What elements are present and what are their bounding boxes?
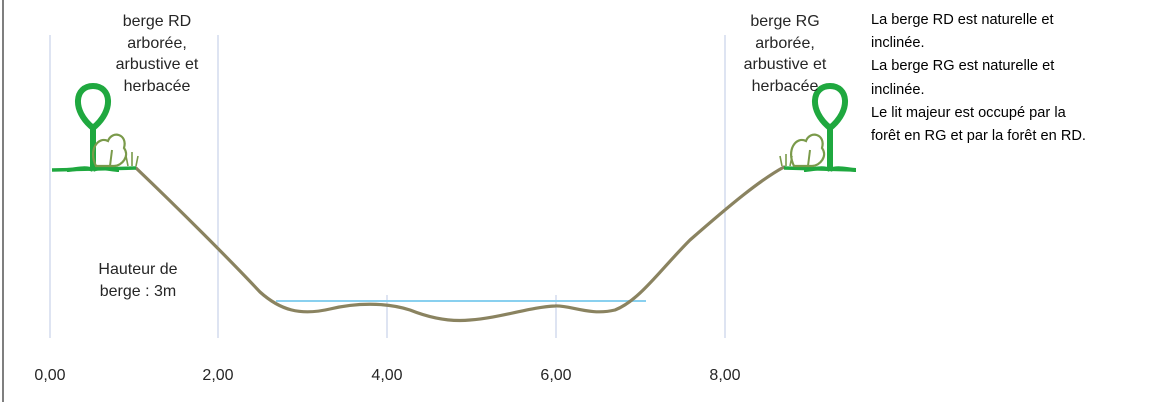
- shrub-icon: [92, 133, 139, 168]
- x-tick-label: 2,00: [202, 367, 234, 384]
- description-line: inclinée.: [871, 81, 925, 98]
- left-bank-line: arbustive et: [115, 56, 199, 73]
- frame-border: [2, 0, 4, 402]
- description-text: La berge RD est naturelle et inclinée. L…: [871, 9, 1154, 148]
- bank-height-line: Hauteur de: [98, 261, 178, 278]
- description-line: La berge RD est naturelle et: [871, 12, 1054, 28]
- right-bank-line: herbacée: [751, 77, 819, 95]
- right-bank-label: berge RG arborée, arbustive et herbacée: [700, 11, 870, 97]
- bed-profile: [134, 165, 786, 323]
- right-bank-line: arbustive et: [743, 56, 827, 73]
- description-line: inclinée.: [871, 35, 925, 52]
- left-bank-line: arborée,: [127, 34, 187, 52]
- shrub-icon: [779, 133, 826, 168]
- x-tick-label: 8,00: [709, 367, 741, 384]
- bank-height-line: berge : 3m: [99, 282, 177, 300]
- left-bank-line: herbacée: [123, 77, 191, 95]
- description-line: Le lit majeur est occupé par la: [871, 104, 1066, 121]
- x-tick-label: 4,00: [371, 367, 403, 384]
- tree-icon: [803, 82, 857, 172]
- x-tick-label: 6,00: [540, 367, 572, 384]
- description-line: forêt en RG et par la forêt en RD.: [871, 128, 1086, 145]
- left-bank-line: berge RD: [122, 13, 192, 30]
- channel-cross-section: [49, 35, 857, 338]
- right-bank-line: arborée,: [755, 34, 815, 52]
- bank-height-label: Hauteur de berge : 3m: [58, 259, 218, 302]
- right-bank-line: berge RG: [750, 13, 820, 30]
- left-bank-label: berge RD arborée, arbustive et herbacée: [72, 11, 242, 97]
- description-line: La berge RG est naturelle et: [871, 58, 1055, 75]
- x-tick-label: 0,00: [34, 367, 66, 384]
